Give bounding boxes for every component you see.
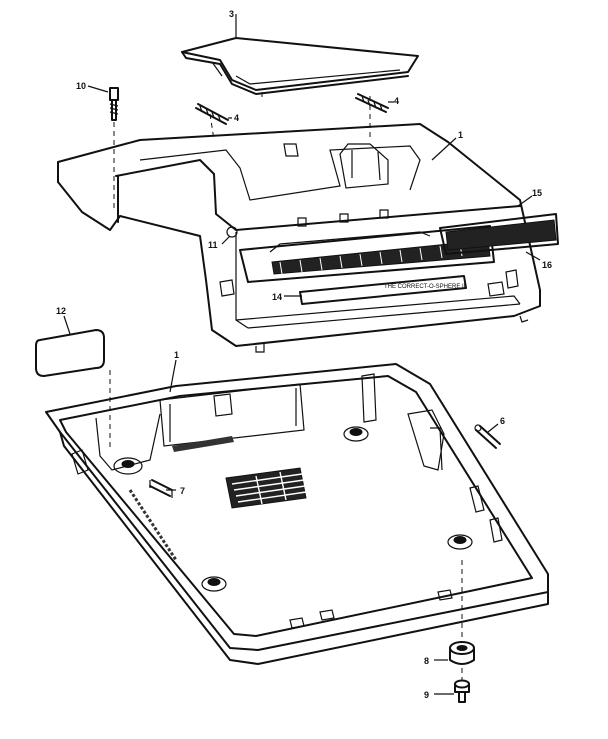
- callout-16: 16: [542, 260, 552, 270]
- top-housing: [57, 123, 541, 353]
- callout-12: 12: [56, 306, 66, 316]
- callout-8: 8: [424, 656, 429, 666]
- callout-1-top: 1: [458, 130, 463, 140]
- leader-lines: [63, 14, 541, 695]
- spring-right: [355, 93, 389, 113]
- callout-15: 15: [532, 188, 542, 198]
- callout-14: 14: [272, 292, 282, 302]
- callout-4-right: 4: [394, 96, 399, 106]
- screw-9: [454, 679, 470, 703]
- screw-10: [109, 87, 119, 210]
- lid-cover: [181, 37, 419, 95]
- callout-7: 7: [180, 486, 185, 496]
- label-plate: [35, 329, 105, 377]
- clip-6: [474, 424, 501, 449]
- callout-9: 9: [424, 690, 429, 700]
- spring-left: [195, 103, 229, 125]
- callout-4-left: 4: [234, 113, 239, 123]
- base-pan: [45, 363, 549, 665]
- callout-1-base: 1: [174, 350, 179, 360]
- clip-7: [149, 479, 173, 498]
- callout-10: 10: [76, 81, 86, 91]
- foot-8: [449, 641, 475, 665]
- callout-3: 3: [229, 9, 234, 19]
- panel-label: THE CORRECT-O-SPHERE II: [384, 284, 466, 290]
- callout-11: 11: [208, 240, 218, 250]
- ribbon-strip: [439, 213, 559, 255]
- callout-6: 6: [500, 416, 505, 426]
